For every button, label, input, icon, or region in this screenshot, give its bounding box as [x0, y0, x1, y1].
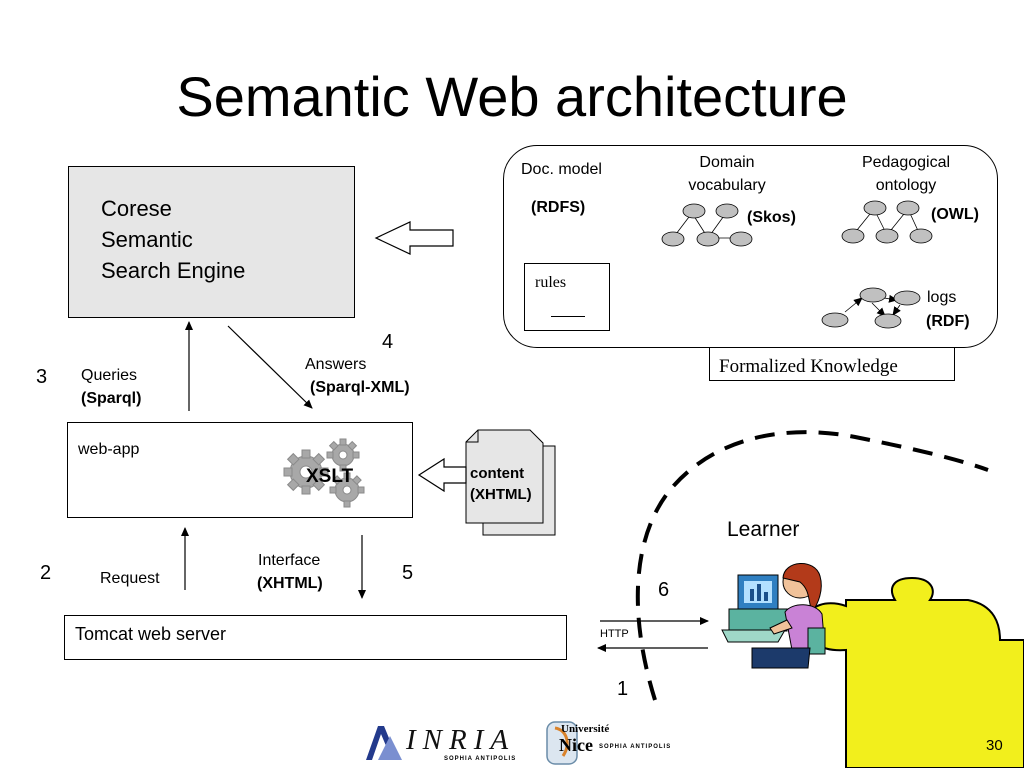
request-label: Request: [100, 570, 160, 587]
domain-vocabulary-label: Domain vocabulary: [677, 153, 777, 195]
skos-graph: [661, 203, 753, 247]
corese-line-2: Semantic: [101, 227, 193, 252]
rdf-label: (RDF): [926, 313, 970, 330]
rdfs-label: (RDFS): [531, 199, 586, 216]
inria-logo: INRIA SOPHIA ANTIPOLIS: [364, 720, 520, 764]
inria-subtitle: SOPHIA ANTIPOLIS: [444, 756, 517, 762]
dashed-boundary-curve: [635, 430, 989, 701]
web-app-box: web-app: [67, 422, 413, 518]
left-arrow-icon: [417, 457, 467, 493]
skos-label: (Skos): [747, 209, 796, 226]
inria-wordmark: INRIA: [406, 724, 516, 756]
pedagogical-line-2: ontology: [875, 177, 937, 194]
content-label: content: [470, 465, 525, 482]
queries-label: Queries: [81, 367, 138, 384]
corese-line-1: Corese: [101, 196, 172, 221]
logs-graph: [821, 287, 921, 329]
doc-model-label: Doc. model: [521, 161, 602, 178]
slide-title: Semantic Web architecture: [176, 65, 848, 128]
http-label: HTTP: [600, 628, 629, 640]
corese-line-3: Search Engine: [101, 258, 246, 283]
universite-nice-logo: Université Nice SOPHIA ANTIPOLIS: [545, 720, 675, 766]
domain-line-1: Domain: [699, 154, 755, 171]
formalized-knowledge-caption-box: Formalized Knowledge: [709, 348, 955, 381]
interface-label: Interface: [258, 552, 321, 569]
step-3-number: 3: [36, 366, 48, 388]
nice-main-label: Nice: [559, 735, 593, 755]
page-number: 30: [986, 737, 1003, 754]
nice-mark-icon: [546, 721, 578, 765]
step-5-number: 5: [402, 562, 414, 584]
tomcat-server-box: Tomcat web server: [64, 615, 567, 660]
step-6-number: 6: [658, 579, 670, 601]
nice-subtitle: SOPHIA ANTIPOLIS: [599, 744, 672, 750]
step-4-number: 4: [382, 331, 394, 353]
learner-label: Learner: [727, 518, 800, 541]
pedagogical-ontology-label: Pedagogical ontology: [845, 153, 967, 195]
pedagogical-line-1: Pedagogical: [861, 154, 951, 171]
answers-label: Answers: [305, 356, 367, 373]
formalized-knowledge-caption: Formalized Knowledge: [719, 356, 898, 377]
learner-computer-icon: [721, 563, 826, 669]
step-1-number: 1: [617, 678, 629, 700]
corese-label: Corese Semantic Search Engine: [101, 193, 245, 286]
rules-line: [551, 316, 585, 317]
logs-label: logs: [927, 289, 957, 306]
corese-engine-box: Corese Semantic Search Engine: [68, 166, 355, 318]
rules-label: rules: [535, 274, 567, 291]
xslt-label: XSLT: [306, 466, 354, 487]
sparql-xml-label: (Sparql-XML): [310, 379, 410, 396]
web-app-label: web-app: [78, 441, 140, 458]
tomcat-label: Tomcat web server: [75, 624, 227, 644]
interface-format-label: (XHTML): [257, 575, 323, 592]
owl-graph: [841, 200, 933, 244]
step-2-number: 2: [40, 562, 52, 584]
owl-label: (OWL): [931, 206, 979, 223]
sparql-label: (Sparql): [81, 390, 142, 407]
domain-line-2: vocabulary: [688, 177, 766, 194]
answers-arrow: [227, 325, 313, 409]
rules-box: rules: [524, 263, 610, 331]
inria-mark-icon: [366, 726, 402, 760]
nice-top-label: Université: [561, 723, 610, 735]
content-format-label: (XHTML): [470, 486, 532, 503]
left-arrow-icon: [374, 221, 454, 255]
